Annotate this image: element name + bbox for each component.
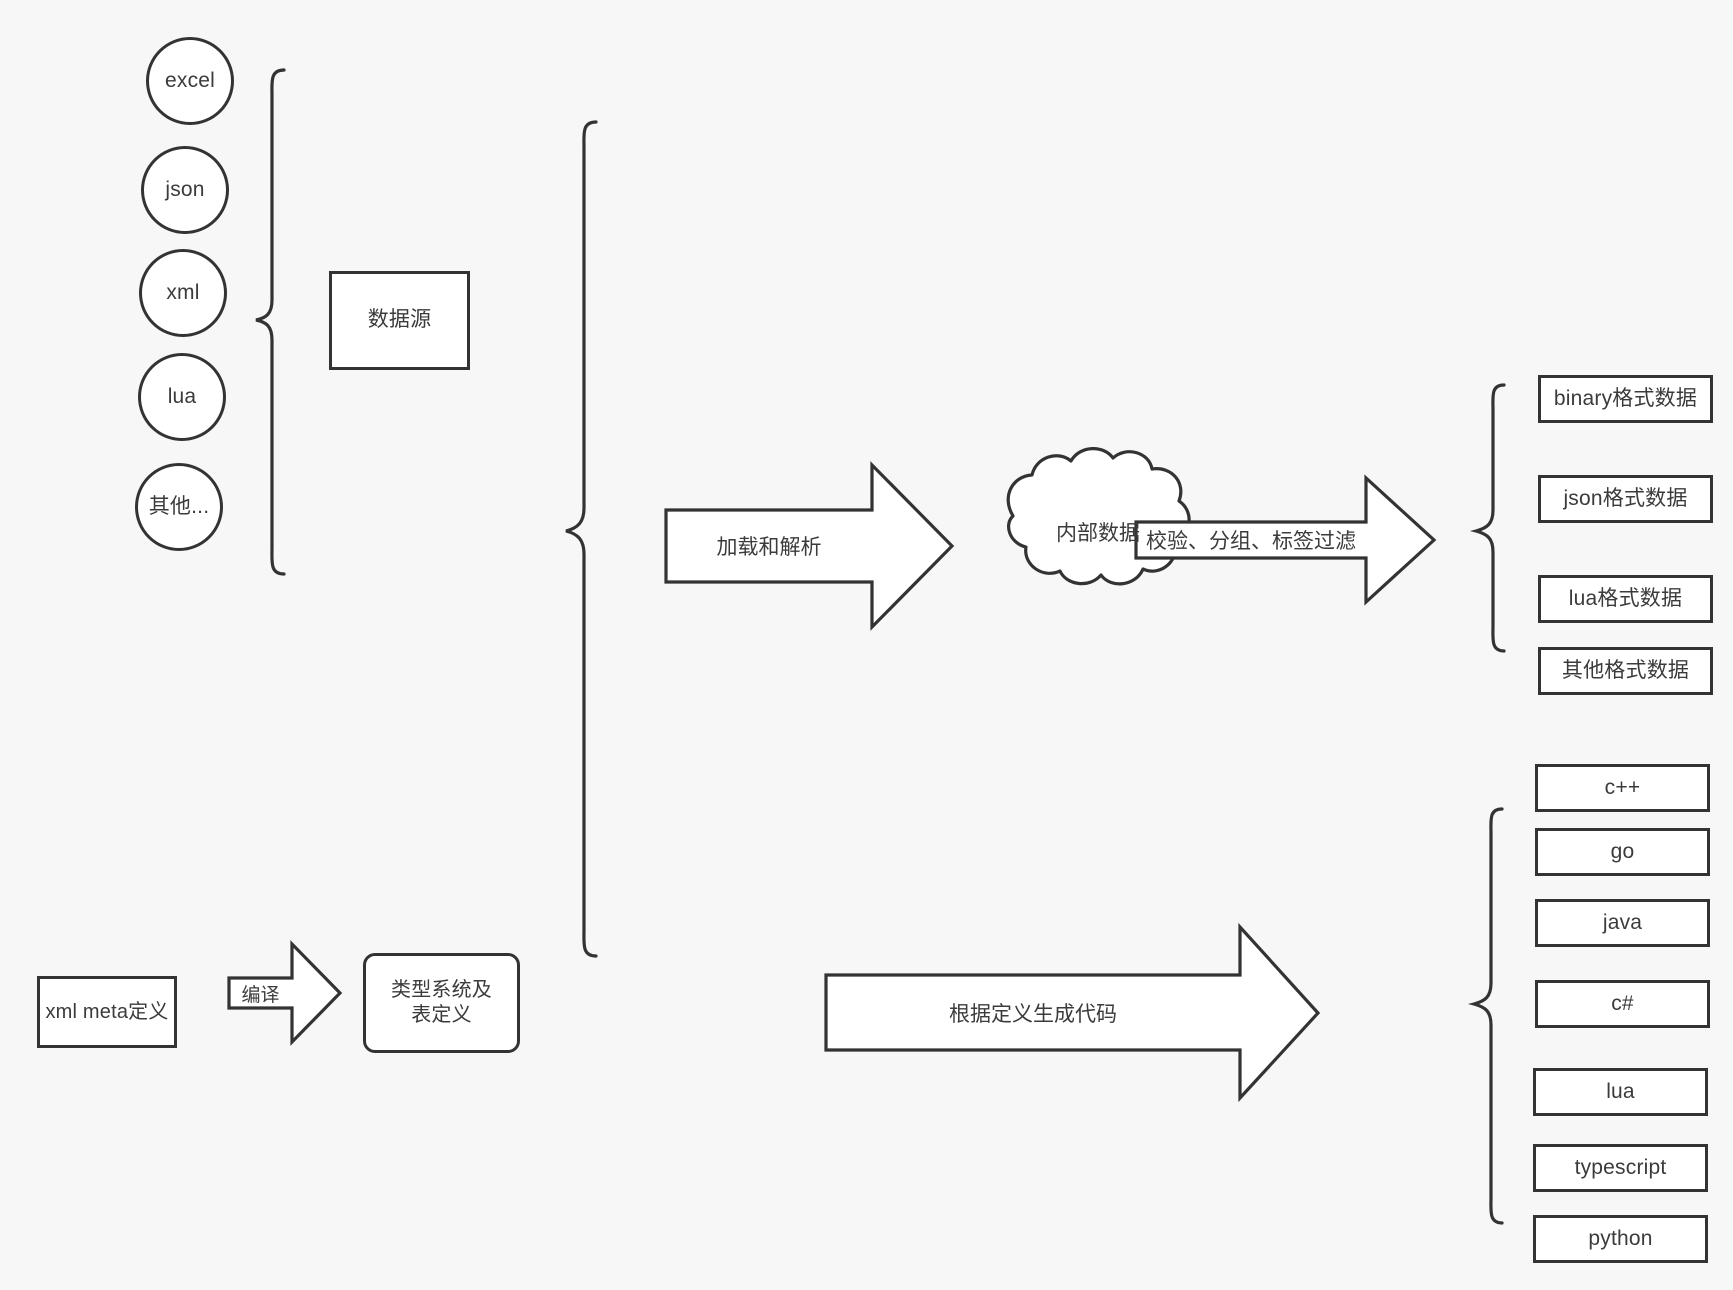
source-node-label: 其他... (148, 494, 210, 518)
languages-brace (1467, 807, 1504, 1225)
source-node-label: xml (166, 280, 200, 304)
language-box-label: go (1610, 839, 1635, 863)
format-box-label: 其他格式数据 (1561, 658, 1690, 682)
source-node-label: json (165, 177, 205, 201)
format-box-other[interactable]: 其他格式数据 (1538, 647, 1713, 695)
xml-meta-label: xml meta定义 (45, 1000, 169, 1023)
language-box-go[interactable]: go (1535, 828, 1710, 876)
main-input-brace (565, 120, 598, 958)
data-source-label: 数据源 (367, 308, 432, 332)
language-box-python[interactable]: python (1533, 1215, 1708, 1263)
language-box-label: typescript (1574, 1155, 1667, 1179)
format-box-label: lua格式数据 (1568, 586, 1683, 610)
generate-code-arrow (824, 922, 1321, 1103)
language-box-label: c++ (1604, 775, 1641, 799)
language-box-typescript[interactable]: typescript (1533, 1144, 1708, 1192)
format-box-json[interactable]: json格式数据 (1538, 475, 1713, 523)
data-source-box[interactable]: 数据源 (329, 271, 470, 370)
type-system-box[interactable]: 类型系统及表定义 (363, 953, 520, 1053)
compile-arrow (227, 940, 343, 1046)
sources-brace (255, 68, 286, 576)
language-box-label: c# (1611, 991, 1634, 1015)
language-box-java[interactable]: java (1535, 899, 1710, 947)
format-box-label: json格式数据 (1563, 486, 1688, 510)
language-box-label: java (1602, 910, 1643, 934)
source-node-excel[interactable]: excel (146, 37, 234, 125)
language-box-cpp[interactable]: c++ (1535, 764, 1710, 812)
xml-meta-box[interactable]: xml meta定义 (37, 976, 177, 1048)
type-system-label: 类型系统及表定义 (391, 979, 492, 1026)
language-box-label: lua (1606, 1079, 1635, 1103)
source-node-json[interactable]: json (141, 146, 229, 234)
source-node-label: excel (164, 68, 216, 92)
language-box-label: python (1588, 1226, 1653, 1250)
format-box-binary[interactable]: binary格式数据 (1538, 375, 1713, 423)
source-node-lua[interactable]: lua (138, 353, 226, 441)
source-node-xml[interactable]: xml (139, 249, 227, 337)
language-box-lua[interactable]: lua (1533, 1068, 1708, 1116)
format-box-lua[interactable]: lua格式数据 (1538, 575, 1713, 623)
load-parse-arrow (664, 461, 955, 631)
source-node-other[interactable]: 其他... (135, 463, 223, 551)
format-box-label: binary格式数据 (1553, 386, 1698, 410)
internal-data-cloud (1006, 447, 1191, 586)
formats-brace (1469, 383, 1506, 653)
validate-group-filter-arrow (1134, 474, 1437, 606)
source-node-label: lua (167, 384, 197, 408)
language-box-csharp[interactable]: c# (1535, 980, 1710, 1028)
